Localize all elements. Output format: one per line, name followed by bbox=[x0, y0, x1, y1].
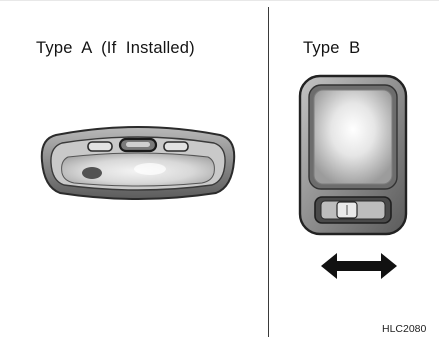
double-headed-arrow-icon bbox=[321, 251, 397, 281]
figure-code: HLC2080 bbox=[382, 323, 427, 335]
panel-divider bbox=[268, 7, 269, 337]
sliding-switch-lamp-icon bbox=[297, 73, 409, 241]
overhead-dome-lamp-icon bbox=[40, 121, 236, 201]
panel-title-type-a: Type A (If Installed) bbox=[36, 39, 195, 57]
panel-title-type-b: Type B bbox=[303, 39, 361, 57]
